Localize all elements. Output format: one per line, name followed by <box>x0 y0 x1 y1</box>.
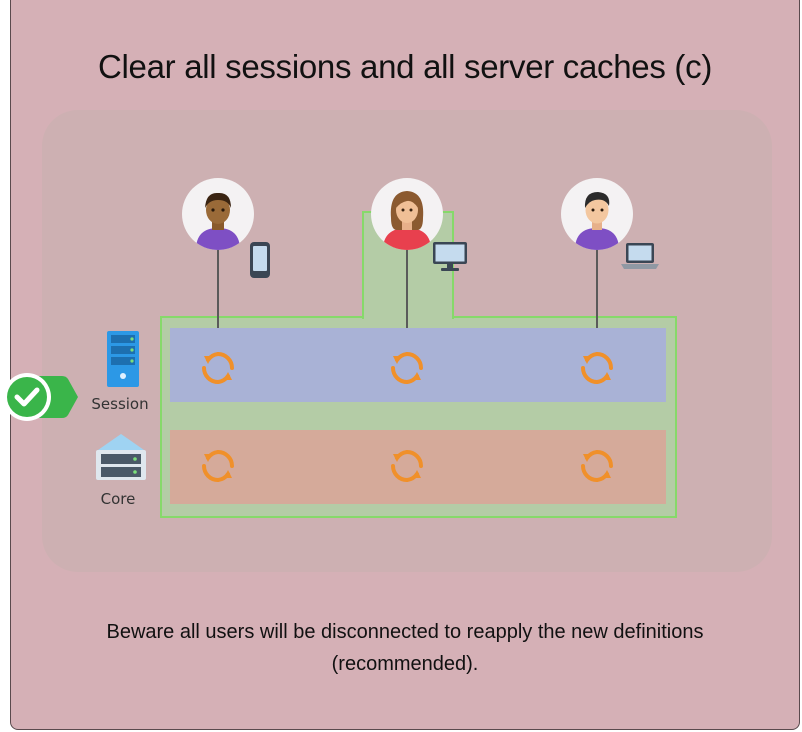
male-user-icon <box>561 178 633 250</box>
highlight-tab-join <box>364 314 452 320</box>
core-layer-label: Core <box>100 490 136 508</box>
sync-icon <box>202 352 234 384</box>
desktop-monitor-icon <box>433 242 467 271</box>
user-3-connection-line <box>596 250 598 328</box>
warning-line-1: Beware all users will be disconnected to… <box>106 621 704 643</box>
warning-message: Beware all users will be disconnected to… <box>10 616 800 680</box>
dialog-title: Clear all sessions and all server caches… <box>97 48 713 85</box>
sync-icon <box>581 352 613 384</box>
male-user-dark-skin-icon <box>182 178 254 250</box>
session-layer-band <box>170 328 666 402</box>
server-box-icon <box>96 434 146 480</box>
session-layer-label: Session <box>91 395 149 413</box>
server-rack-icon <box>107 331 139 387</box>
checkmark-badge-icon <box>3 373 78 421</box>
warning-line-2: (recommended). <box>331 653 479 675</box>
user-2-connection-line <box>406 250 408 328</box>
sync-icon <box>391 352 423 384</box>
user-1-connection-line <box>217 250 219 328</box>
smartphone-icon <box>250 242 270 278</box>
sync-icon <box>202 450 234 482</box>
laptop-icon <box>621 243 659 269</box>
sync-icon <box>391 450 423 482</box>
sync-icon <box>581 450 613 482</box>
female-user-icon <box>371 178 443 250</box>
